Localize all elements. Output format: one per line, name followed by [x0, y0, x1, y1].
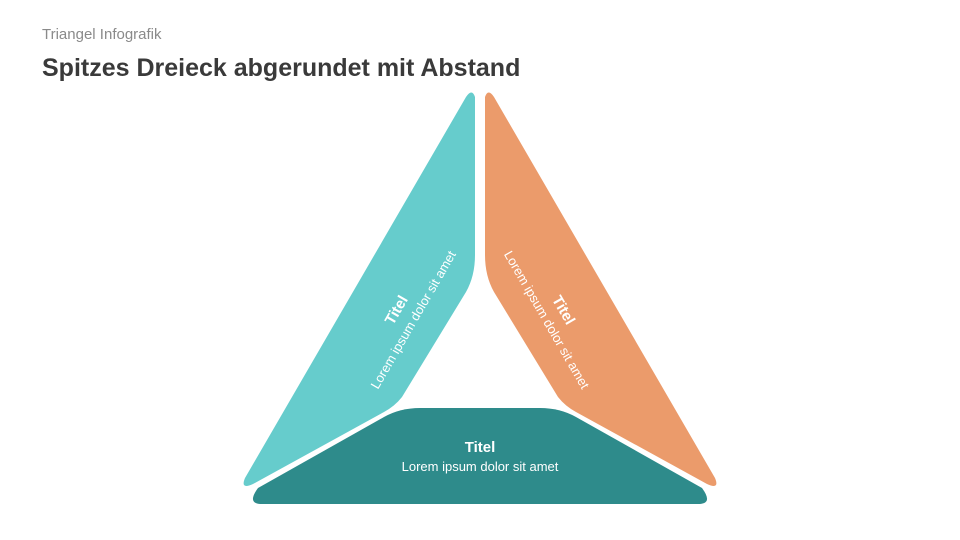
segment-bottom — [252, 408, 708, 504]
segment-bottom-text: Lorem ipsum dolor sit amet — [401, 459, 559, 474]
segment-bottom-label: Titel Lorem ipsum dolor sit amet — [402, 438, 559, 476]
slide-subtitle: Triangel Infografik — [42, 26, 162, 43]
segment-left — [243, 92, 475, 486]
slide-title: Spitzes Dreieck abgerundet mit Abstand — [42, 54, 521, 82]
segment-bottom-title: Titel — [464, 439, 496, 456]
segment-right — [485, 92, 717, 486]
